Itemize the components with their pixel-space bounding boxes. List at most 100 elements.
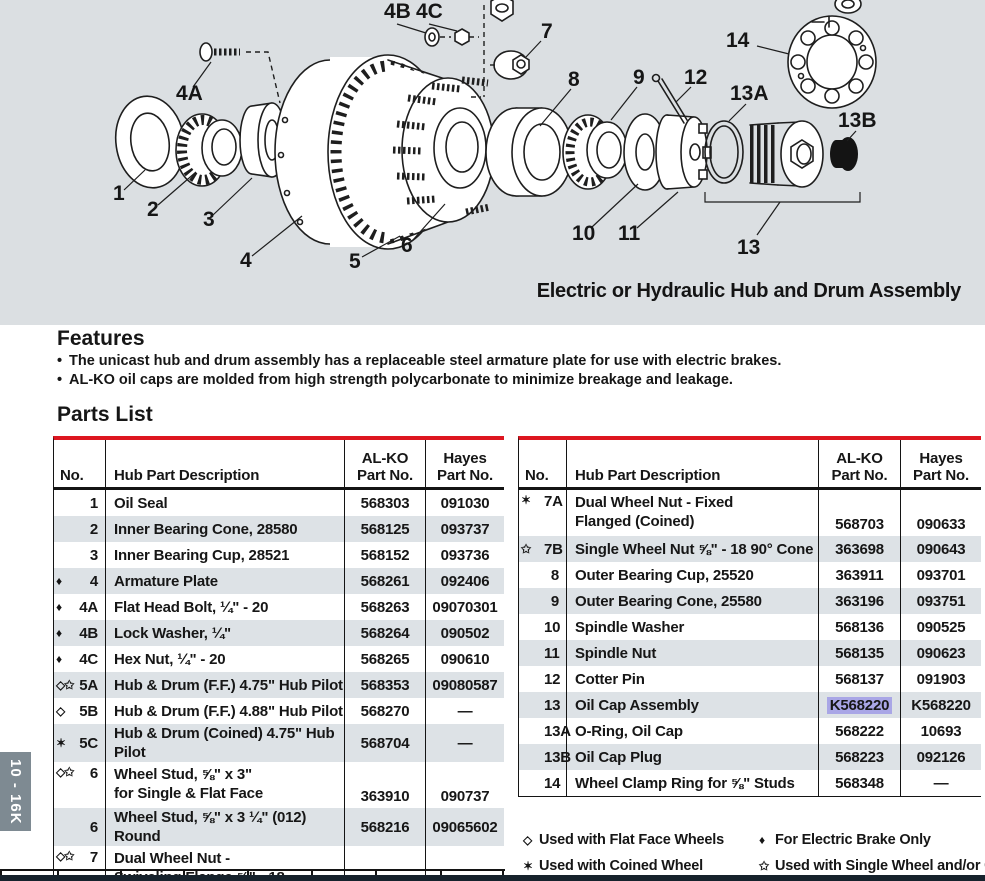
cell-hayes-part-no: 093737: [440, 520, 490, 538]
leader-lines: [123, 23, 857, 258]
part-dual-wheel-nut: [490, 0, 530, 80]
cell-hayes-part-no: 090610: [440, 650, 490, 668]
symbol-legend: ◇Used with Flat Face Wheels♦For Electric…: [523, 832, 985, 874]
row-symbol-icon: ◇: [56, 704, 65, 718]
cell-alko-part-no: 568703: [819, 490, 901, 536]
cell-hayes-part-no: 090643: [916, 540, 966, 558]
row-symbol-icon: ✩: [521, 542, 531, 556]
diagram-title: Electric or Hydraulic Hub and Drum Assem…: [536, 280, 962, 302]
cell-no: 2: [54, 516, 106, 542]
cell-alko-part-no: 568270: [345, 698, 426, 724]
cell-alko-part-no: 568135: [819, 640, 901, 666]
feature-bullet: •AL-KO oil caps are molded from high str…: [57, 371, 781, 390]
part-outer-bearing-cup: [485, 107, 573, 197]
cell-hayes-part-no: —: [457, 734, 473, 752]
part-label-9: 9: [633, 66, 645, 89]
legend-symbol-icon: ✶: [523, 859, 533, 873]
part-number: 10: [544, 618, 561, 636]
header-desc: Hub Part Description: [567, 440, 819, 487]
part-number: 11: [544, 644, 560, 662]
cell-alko-part-no: 363196: [819, 588, 901, 614]
cell-hayes-part-no: K568220: [911, 696, 971, 714]
header-desc: Hub Part Description: [106, 440, 345, 487]
cell-no: 13B: [519, 744, 571, 770]
cell-alko-part-no: 568263: [345, 594, 426, 620]
cell-no: 12: [519, 666, 567, 692]
part-oil-cap: [704, 120, 861, 203]
legend-text: For Electric Brake Only: [775, 832, 931, 848]
part-wheel-clamp-ring: [787, 0, 877, 109]
cell-no: 8: [519, 562, 567, 588]
cell-hayes-part-no: 090737: [440, 788, 490, 805]
cell-alko-part-no: K568220: [819, 692, 901, 718]
diagram-section: .s{stroke:#1e1e1e;stroke-width:1.6;fill:…: [0, 0, 985, 325]
part-number: 4C: [79, 650, 98, 668]
part-label-14: 14: [726, 29, 750, 52]
cell-alko-part-no: 568261: [345, 568, 426, 594]
part-number: 4B: [79, 624, 98, 642]
cell-alko-part-no: 568303: [345, 490, 426, 516]
cell-description: Oil Seal: [106, 490, 345, 516]
row-symbol-icon: ✶: [56, 736, 66, 750]
table-edge-tick: [120, 871, 122, 877]
part-number: 1: [89, 494, 98, 512]
cell-description: Single Wheel Nut ⅝" - 18 90° Cone: [567, 536, 819, 562]
cell-hayes-part-no: 090502: [440, 624, 490, 642]
cell-hayes-part-no: 093701: [916, 566, 966, 584]
part-label-4B: 4B: [384, 0, 411, 23]
highlighted-part-number: K568220: [826, 696, 893, 714]
part-oil-cap-plug: [830, 137, 858, 171]
cell-hayes-part-no: 09065602: [432, 818, 498, 836]
cell-alko-part-no: 568353: [345, 672, 426, 698]
legend-text: Used with Coined Wheel: [539, 858, 703, 874]
cropped-table-edge: [0, 869, 505, 878]
cell-no: 9: [519, 588, 567, 614]
cell-no: ◇✩6: [54, 762, 106, 808]
cell-description: Spindle Nut: [567, 640, 819, 666]
exploded-diagram: .s{stroke:#1e1e1e;stroke-width:1.6;fill:…: [113, 0, 877, 273]
table-edge-tick: [311, 871, 313, 877]
part-label-11: 11: [618, 222, 641, 245]
part-label-7: 7: [541, 20, 553, 43]
part-label-2: 2: [147, 198, 159, 221]
part-oil-seal: [114, 95, 186, 189]
legend-item: ◇Used with Flat Face Wheels: [523, 832, 759, 848]
cell-description: Hub & Drum (F.F.) 4.75" Hub Pilot: [106, 672, 345, 698]
legend-symbol-icon: ✩: [759, 859, 769, 873]
cell-no: 13: [519, 692, 567, 718]
part-hex-nut: [440, 5, 485, 98]
legend-item: ♦For Electric Brake Only: [759, 832, 985, 848]
part-label-4: 4: [240, 249, 252, 272]
part-label-10: 10: [572, 222, 595, 245]
table-edge-tick: [440, 871, 442, 877]
part-number: 13B: [544, 748, 571, 766]
cell-hayes-part-no: 10693: [920, 722, 962, 740]
cell-description: Wheel Stud, ⅝" x 3"for Single & Flat Fac…: [106, 762, 345, 808]
part-label-3: 3: [203, 208, 215, 231]
features-bullets: •The unicast hub and drum assembly has a…: [57, 352, 781, 390]
part-number: 13: [544, 696, 561, 714]
cell-description: Inner Bearing Cup, 28521: [106, 542, 345, 568]
cell-no: 13A: [519, 718, 571, 744]
table-edge-tick: [502, 871, 504, 877]
feature-text: The unicast hub and drum assembly has a …: [69, 353, 782, 369]
cell-alko-part-no: 363910: [345, 762, 426, 808]
part-number: 7A: [544, 493, 563, 510]
part-label-5: 5: [349, 250, 361, 273]
cell-hayes-part-no: 091903: [916, 670, 966, 688]
